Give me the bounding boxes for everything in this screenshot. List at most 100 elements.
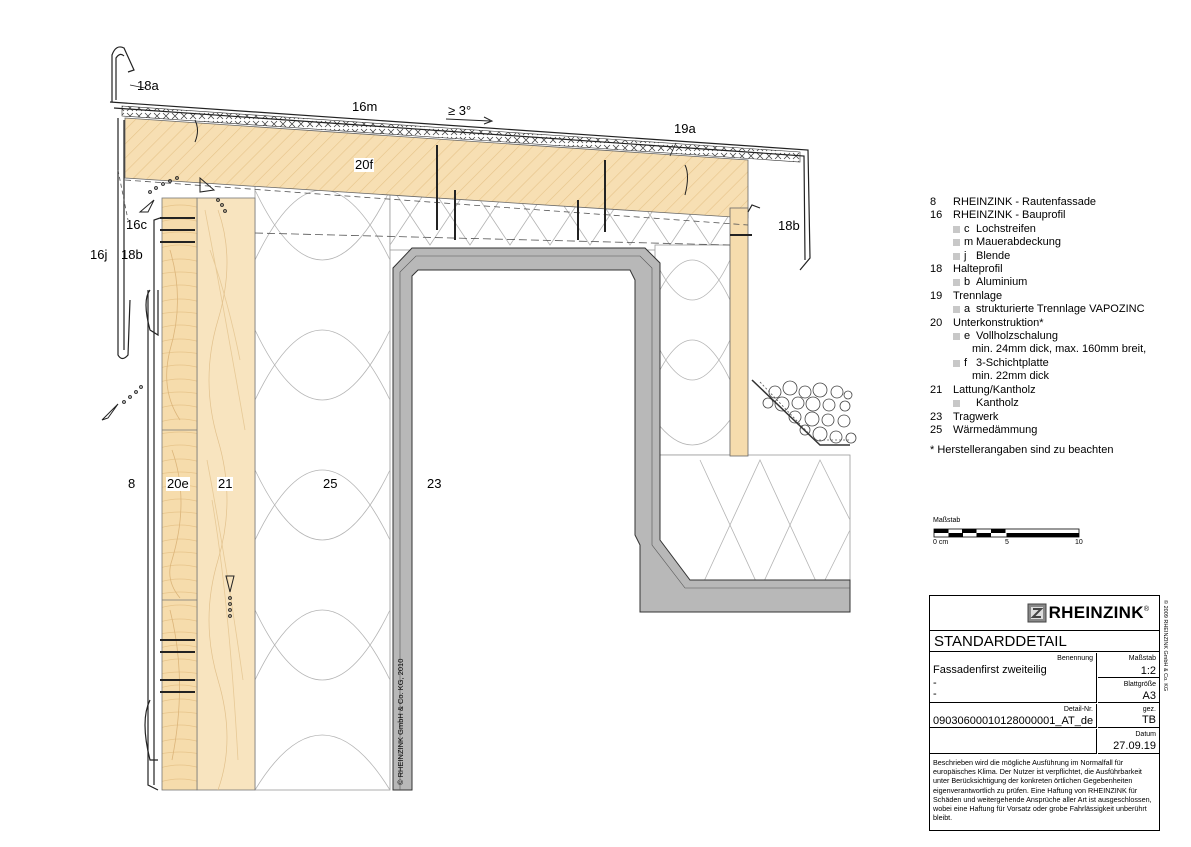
legend-number: 23	[930, 410, 943, 423]
benennung-value: Fassadenfirst zweiteilig	[933, 664, 1047, 676]
disclaimer-text: Beschrieben wird die mögliche Ausführung…	[933, 758, 1152, 823]
legend-sub-letter: c	[964, 222, 970, 235]
legend-text: Wärmedämmung	[953, 423, 1038, 436]
legend-sub-continuation: min. 24mm dick, max. 160mm breit,	[972, 343, 1147, 356]
edge-board	[729, 207, 749, 457]
legend-square-icon	[953, 279, 960, 287]
legend-sub-letter: m	[964, 236, 974, 249]
massstab-label: Maßstab	[1128, 655, 1156, 662]
legend-sub-text: Mauerabdeckung	[976, 236, 1062, 249]
legend-sub-text: 3-Schichtplatte	[976, 356, 1049, 369]
legend-text: Lattung/Kantholz	[953, 383, 1036, 396]
legend-sub-letter	[964, 397, 976, 410]
label-20e: 20e	[166, 476, 190, 491]
title-block: RHEINZINK ® STANDARDDETAIL Benennung Fas…	[929, 595, 1160, 831]
cell-empty	[930, 729, 1097, 754]
gravel	[762, 380, 857, 444]
blatt-value: A3	[1142, 690, 1156, 702]
legend-square-icon	[953, 225, 960, 233]
rheinzink-logo-icon	[1027, 603, 1047, 623]
legend-subitem: Kantholz	[930, 397, 1170, 410]
legend-number: 21	[930, 383, 943, 396]
label-18a: 18a	[137, 78, 159, 93]
massstab-value: 1:2	[1140, 665, 1156, 677]
scale-tick-10: 10	[1075, 539, 1083, 546]
ventilation-arrows	[101, 176, 235, 618]
legend-sub-letter: b	[964, 276, 971, 289]
label-16c: 16c	[126, 217, 147, 232]
detail-drawing: 18a 16m ≥ 3° 19a 20f 16c 16j 18b 18b 8 2…	[90, 46, 857, 791]
brand-logo-area: RHEINZINK ®	[930, 596, 1159, 631]
screws	[160, 119, 752, 693]
cell-massstab: Maßstab 1:2	[1098, 653, 1159, 678]
label-25: 25	[323, 476, 338, 491]
section-drawing-svg	[101, 46, 857, 791]
datum-label: Datum	[1135, 731, 1156, 738]
legend-sub-text: Vollholzschalung	[976, 330, 1058, 343]
legend-square-icon	[953, 239, 960, 247]
scale-title: Maßstab	[933, 517, 961, 524]
label-8: 8	[128, 476, 136, 491]
cell-datum: Datum 27.09.19	[1098, 729, 1159, 754]
label-16m: 16m	[352, 99, 378, 114]
datum-value: 27.09.19	[1113, 740, 1156, 752]
legend-sub-letter: f	[964, 356, 968, 369]
legend-square-icon	[953, 306, 960, 314]
label-19a: 19a	[674, 121, 696, 136]
legend-number: 19	[930, 289, 943, 302]
legend-text: RHEINZINK - Bauprofil	[953, 209, 1066, 222]
label-20f: 20f	[354, 157, 375, 172]
legend-square-icon	[953, 359, 960, 367]
legend-item-25: 25 Wärmedämmung	[930, 424, 1170, 437]
heading-standarddetail: STANDARDDETAIL	[930, 631, 1159, 652]
legend-item-18: 18 Halteprofil	[930, 263, 1170, 276]
scale-tick-0: 0 cm	[933, 539, 949, 546]
label-16j: 16j	[90, 247, 108, 262]
cell-blattgroesse: Blattgröße A3	[1098, 679, 1159, 703]
structure-23	[392, 247, 851, 791]
blatt-label: Blattgröße	[1123, 681, 1156, 688]
legend-text: RHEINZINK - Rautenfassade	[953, 196, 1097, 208]
benennung-line2: -	[933, 677, 937, 689]
legend-square-icon	[953, 400, 960, 408]
legend-sub-continuation: min. 22mm dick	[972, 370, 1050, 383]
brand-name: RHEINZINK	[1048, 603, 1144, 622]
legend-number: 25	[930, 423, 943, 436]
cell-detail-nr: Detail-Nr. 09030600010128000001_AT_de	[930, 704, 1097, 728]
legend-text: Halteprofil	[953, 263, 1003, 276]
label-18b-left: 18b	[121, 247, 143, 262]
benennung-line3: -	[933, 688, 937, 700]
legend-subitem: j Blende	[930, 250, 1170, 263]
scale-bar: Maßstab 0 cm 5 10	[933, 517, 1093, 553]
label-18b-right: 18b	[778, 218, 800, 233]
coping-16m	[109, 46, 811, 271]
legend-sub-letter: j	[964, 249, 967, 262]
detail-value: 09030600010128000001_AT_de	[933, 715, 1094, 727]
label-23: 23	[427, 476, 442, 491]
brand-mark: ®	[1143, 605, 1149, 613]
drain-sheet	[751, 379, 850, 446]
cladding-profiles	[117, 118, 161, 791]
legend-square-icon	[953, 333, 960, 341]
legend-sub-text: Kantholz	[976, 397, 1019, 410]
benennung-label: Benennung	[1057, 655, 1093, 662]
batten-21	[196, 197, 256, 791]
legend-sub-text: Blende	[976, 249, 1011, 262]
gez-value: TB	[1141, 714, 1156, 726]
cell-benennung: Benennung Fassadenfirst zweiteilig - -	[930, 653, 1097, 703]
cell-gez: gez. TB	[1098, 704, 1159, 728]
gez-label: gez.	[1142, 706, 1156, 713]
legend-note: * Herstellerangaben sind zu beachten	[930, 444, 1114, 457]
legend-square-icon	[953, 252, 960, 260]
legend-number: 18	[930, 263, 943, 276]
legend-item-21: 21 Lattung/Kantholz	[930, 384, 1170, 397]
timber-boarding-20e	[161, 197, 198, 791]
